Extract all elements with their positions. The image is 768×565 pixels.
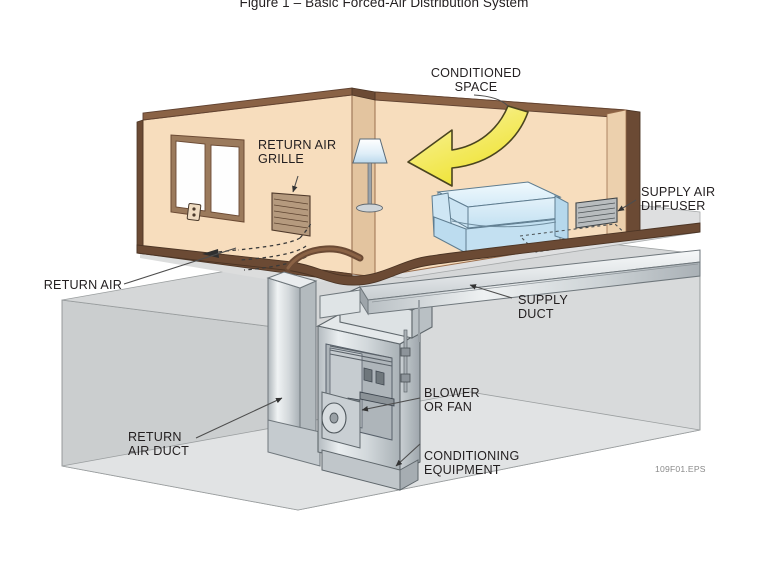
supply-duct-seam xyxy=(371,263,699,303)
floor-edge-trim xyxy=(136,222,701,286)
burner-manifold xyxy=(359,391,395,407)
grille-louvers xyxy=(273,198,309,229)
label-return-air-duct: RETURN AIR DUCT xyxy=(128,430,190,459)
outlet-socket-top xyxy=(192,207,196,211)
window xyxy=(170,134,245,223)
sofa-cushion-seam xyxy=(451,220,557,228)
gas-pipe-fitting-lower xyxy=(400,373,411,383)
lamp-base xyxy=(356,203,383,213)
outlet-socket-bottom xyxy=(192,213,196,217)
burner-left xyxy=(363,367,373,383)
window-pane-right xyxy=(210,144,240,217)
gas-pipe-vertical xyxy=(403,329,408,393)
heat-exchanger-fins xyxy=(329,345,393,367)
electrical-outlet-icon xyxy=(186,203,202,221)
return-air-grille xyxy=(271,192,311,237)
label-supply-duct: SUPPLY DUCT xyxy=(518,293,568,322)
return-duct-top xyxy=(266,271,318,289)
grille-body xyxy=(271,192,311,237)
return-duct-elbow xyxy=(267,419,321,467)
arrow-shape xyxy=(407,105,529,187)
outlet-plate xyxy=(186,203,202,221)
floor-lamp xyxy=(352,138,388,213)
supply-duct-branch xyxy=(319,289,361,319)
lamp-pole xyxy=(367,162,372,207)
figure-title-clip: Figure 1 – Basic Forced-Air Distribution… xyxy=(0,0,768,12)
blower-or-fan xyxy=(321,391,361,449)
airflow-dash-riser xyxy=(299,220,313,239)
flex-duct-highlight xyxy=(286,247,362,270)
label-conditioning-equipment: CONDITIONING EQUIPMENT xyxy=(424,449,520,478)
sofa xyxy=(431,181,569,254)
return-air-duct xyxy=(266,271,321,467)
leader-return-air-grille xyxy=(292,175,299,193)
leader-conditioning-equipment xyxy=(395,443,421,467)
burner-right xyxy=(375,370,385,386)
leader-conditioned-space xyxy=(473,94,509,107)
lamp-shade xyxy=(352,138,388,164)
floor-front-trim xyxy=(136,222,701,286)
leader-supply-duct xyxy=(469,284,513,299)
leader-blower-or-fan xyxy=(361,397,421,412)
supply-duct xyxy=(319,249,701,319)
airflow-dash-1 xyxy=(237,237,301,251)
label-return-air-grille: RETURN AIR GRILLE xyxy=(258,138,337,167)
label-conditioned-space: CONDITIONED SPACE xyxy=(430,66,522,95)
sofa-side-left xyxy=(433,216,467,254)
gas-piping xyxy=(400,329,411,393)
leader-return-air-duct xyxy=(195,397,283,439)
window-pane-left xyxy=(175,140,206,212)
sofa-arm-right xyxy=(554,195,569,241)
airflow-dash-2 xyxy=(239,245,307,261)
figure-title: Figure 1 – Basic Forced-Air Distribution… xyxy=(239,0,529,10)
return-flex-connector xyxy=(284,245,364,272)
airflow-arrowhead xyxy=(202,249,219,258)
duct-hanger-strap xyxy=(418,300,420,342)
right-wall-edge xyxy=(625,109,641,239)
conditioning-equipment xyxy=(316,286,434,491)
furnace-base-side xyxy=(399,459,419,491)
leader-supply-air-diffuser xyxy=(617,199,637,212)
label-supply-air-diffuser: SUPPLY AIR DIFFUSER xyxy=(641,185,716,214)
diffuser-louvers xyxy=(577,202,616,224)
leader-lines xyxy=(123,94,637,467)
leader-return-air xyxy=(123,247,237,285)
gas-pipe-fitting-upper xyxy=(400,347,411,357)
eps-reference-tag: 109F01.EPS xyxy=(655,464,706,474)
label-return-air: RETURN AIR xyxy=(43,278,122,292)
wall-corner-top xyxy=(351,87,376,101)
blower-hub xyxy=(329,412,339,424)
airflow-dash-3 xyxy=(243,252,313,271)
diffuser-body xyxy=(575,197,618,229)
conditioned-space-arrow xyxy=(407,105,529,187)
left-wall-edge xyxy=(136,119,144,248)
label-blower-or-fan: BLOWER OR FAN xyxy=(424,386,480,415)
